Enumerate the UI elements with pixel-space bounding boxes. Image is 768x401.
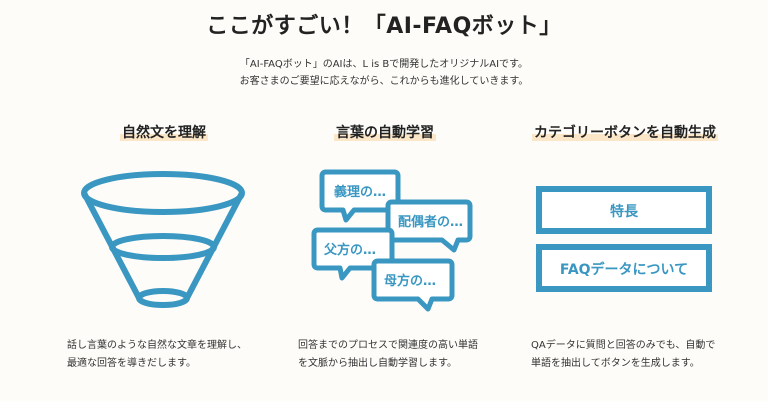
feature-desc-natural-language: 話し言葉のような自然な文章を理解し、 最適な回答を導きだします。 [67,340,247,369]
page-title: ここがすごい！「AI-FAQボット」 [206,14,562,39]
feature-desc-auto-buttons: QAデータに質問と回答のみでも、自動で 単語を抽出してボタンを生成します。 [531,340,716,369]
category-button-2 [536,244,712,292]
category-button-label-1: 特長 [610,203,639,220]
category-buttons-icon: 特長 FAQデータについて [536,186,712,292]
bubble-4 [371,258,455,312]
feature-title-auto-learning: 言葉の自動学習 [334,125,436,141]
intro-line-2: お客さまのご要望に応えながら、これからも進化していきます。 [239,76,529,87]
bubble-text-4: 母方の… [384,273,436,289]
feature-desc-auto-learning: 回答までのプロセスで関連度の高い単語 を文脈から抽出し自動学習します。 [298,340,478,369]
speech-bubbles-icon: 義理の… 配偶者の… 父方の… 母方の… [311,169,473,312]
funnel-icon [81,171,245,308]
bubble-1 [319,169,401,223]
bubble-text-3: 父方の… [323,242,376,258]
intro-text: 「AI-FAQボット」のAIは、L is Bで開発したオリジナルAIです。 お客… [0,56,768,90]
feature-title-natural-language: 自然文を理解 [120,125,208,141]
category-button-1 [536,186,712,234]
intro-line-1: 「AI-FAQボット」のAIは、L is Bで開発したオリジナルAIです。 [239,59,529,70]
feature-title-auto-buttons: カテゴリーボタンを自動生成 [532,125,718,141]
category-button-label-2: FAQデータについて [560,261,688,278]
bubble-2 [385,199,473,253]
bubble-text-2: 配偶者の… [398,214,463,230]
bubble-text-1: 義理の… [334,184,386,200]
